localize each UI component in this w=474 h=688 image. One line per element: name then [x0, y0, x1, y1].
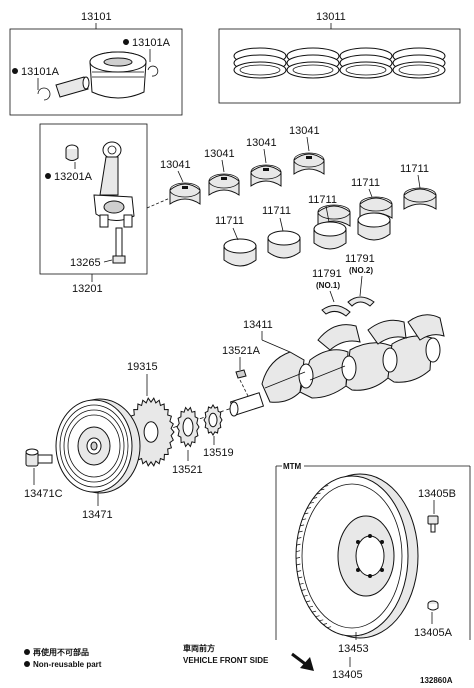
main-bearing-lower-part[interactable]	[223, 238, 257, 267]
rod-bushing-part[interactable]	[65, 144, 79, 161]
diagram-code: 132860A	[420, 676, 453, 685]
flywheel-bolt-part[interactable]	[427, 515, 439, 533]
thrust-washer-group: 11791 (NO.1) 11791 (NO.2)	[312, 253, 375, 317]
label-11711-d[interactable]: 11711	[351, 177, 380, 189]
main-bearing-group: 11711 11711 11711 11711 11711 11711 1171…	[215, 163, 437, 267]
label-13201[interactable]: 13201	[72, 283, 103, 295]
timing-sprocket-part[interactable]	[176, 406, 200, 448]
rod-bolt-part[interactable]	[112, 227, 126, 264]
thrust-washer-no1-part[interactable]	[321, 305, 351, 317]
connecting-rod-box: 13201A 13265 13201	[39, 123, 171, 295]
flywheel-dowel-pin-part[interactable]	[427, 600, 439, 611]
thrust-washer-no2-part[interactable]	[347, 296, 375, 307]
label-13453[interactable]: 13453	[338, 643, 369, 655]
snap-ring-left[interactable]	[37, 87, 51, 101]
label-13101[interactable]: 13101	[81, 11, 112, 23]
label-13265[interactable]: 13265	[70, 257, 101, 269]
non-reusable-dot	[24, 649, 30, 655]
label-11791-no1[interactable]: 11791	[312, 268, 342, 280]
rod-bearing-part[interactable]	[250, 164, 282, 187]
label-13471C[interactable]: 13471C	[24, 488, 63, 500]
label-11711-a[interactable]: 11711	[215, 215, 244, 227]
ring-gear-teeth	[295, 485, 332, 629]
crankshaft-part[interactable]: 13411	[229, 314, 445, 417]
crankshaft-key-part[interactable]	[235, 369, 247, 379]
piston-ring-set-box: 13011	[218, 11, 461, 104]
label-13521A[interactable]: 13521A	[222, 345, 261, 357]
non-reusable-dot	[12, 68, 18, 74]
rod-bearing-part[interactable]	[169, 182, 201, 205]
piston-part[interactable]	[89, 51, 147, 99]
piston-ring-set-part[interactable]	[233, 47, 446, 79]
non-reusable-dot	[123, 39, 129, 45]
crankshaft-pulley-part[interactable]	[55, 398, 141, 494]
legend-front-en: VEHICLE FRONT SIDE	[183, 656, 269, 665]
mtm-flywheel-box: MTM	[275, 460, 471, 640]
front-direction-arrow-icon	[291, 652, 314, 671]
main-bearing-upper-part[interactable]	[403, 187, 437, 210]
label-11711-e[interactable]: 11711	[400, 163, 429, 175]
piston-pin-part[interactable]	[55, 76, 90, 98]
label-13405A[interactable]: 13405A	[414, 627, 453, 639]
crank-timing-sprocket-group: 19315 13521 13519	[127, 361, 234, 476]
rod-bearing-group: 13041 13041 13041 13041	[160, 125, 325, 205]
label-13201A[interactable]: 13201A	[54, 171, 93, 183]
label-13041-b[interactable]: 13041	[204, 148, 235, 160]
label-13519[interactable]: 13519	[203, 447, 234, 459]
label-11791-no2[interactable]: 11791	[345, 253, 375, 265]
label-13471[interactable]: 13471	[82, 509, 113, 521]
legend-front-cn: 車両前方	[183, 643, 215, 653]
label-13011[interactable]: 13011	[316, 11, 346, 23]
label-13101A-left[interactable]: 13101A	[21, 66, 60, 78]
rod-bearing-part[interactable]	[208, 173, 240, 196]
legend-reuse-en: Non-reusable part	[33, 660, 102, 669]
main-bearing-lower-part[interactable]	[267, 230, 301, 259]
label-13041-c[interactable]: 13041	[246, 137, 277, 149]
label-19315[interactable]: 19315	[127, 361, 158, 373]
label-13041-a[interactable]: 13041	[160, 159, 191, 171]
label-11791-no2-note: (NO.2)	[349, 266, 373, 275]
pulley-bolt-part[interactable]	[25, 448, 53, 467]
flywheel-part[interactable]	[295, 473, 419, 639]
label-mtm: MTM	[283, 462, 302, 471]
label-11711-c[interactable]: 11711	[308, 194, 337, 206]
main-bearing-lower-part[interactable]	[313, 221, 347, 250]
label-11791-no1-note: (NO.1)	[316, 281, 340, 290]
oil-pump-drive-gear-part[interactable]	[203, 404, 223, 436]
connecting-rod-part[interactable]	[93, 141, 135, 228]
label-13411[interactable]: 13411	[243, 319, 273, 331]
legend-reuse-cn: 再使用不可部品	[33, 647, 89, 657]
rod-bearing-part[interactable]	[293, 152, 325, 175]
label-11711-b[interactable]: 11711	[262, 205, 291, 217]
snap-ring-right[interactable]	[147, 65, 159, 77]
label-13405[interactable]: 13405	[332, 669, 363, 681]
label-13521[interactable]: 13521	[172, 464, 203, 476]
legend: 再使用不可部品 Non-reusable part 車両前方 VEHICLE F…	[24, 643, 453, 685]
main-bearing-lower-part[interactable]	[357, 212, 391, 241]
label-13405B[interactable]: 13405B	[418, 488, 456, 500]
label-13101A-right[interactable]: 13101A	[132, 37, 171, 49]
label-13041-d[interactable]: 13041	[289, 125, 320, 137]
non-reusable-dot	[45, 173, 51, 179]
non-reusable-dot	[24, 661, 30, 667]
piston-group-box: 13101 13101A 13101A	[9, 11, 183, 116]
